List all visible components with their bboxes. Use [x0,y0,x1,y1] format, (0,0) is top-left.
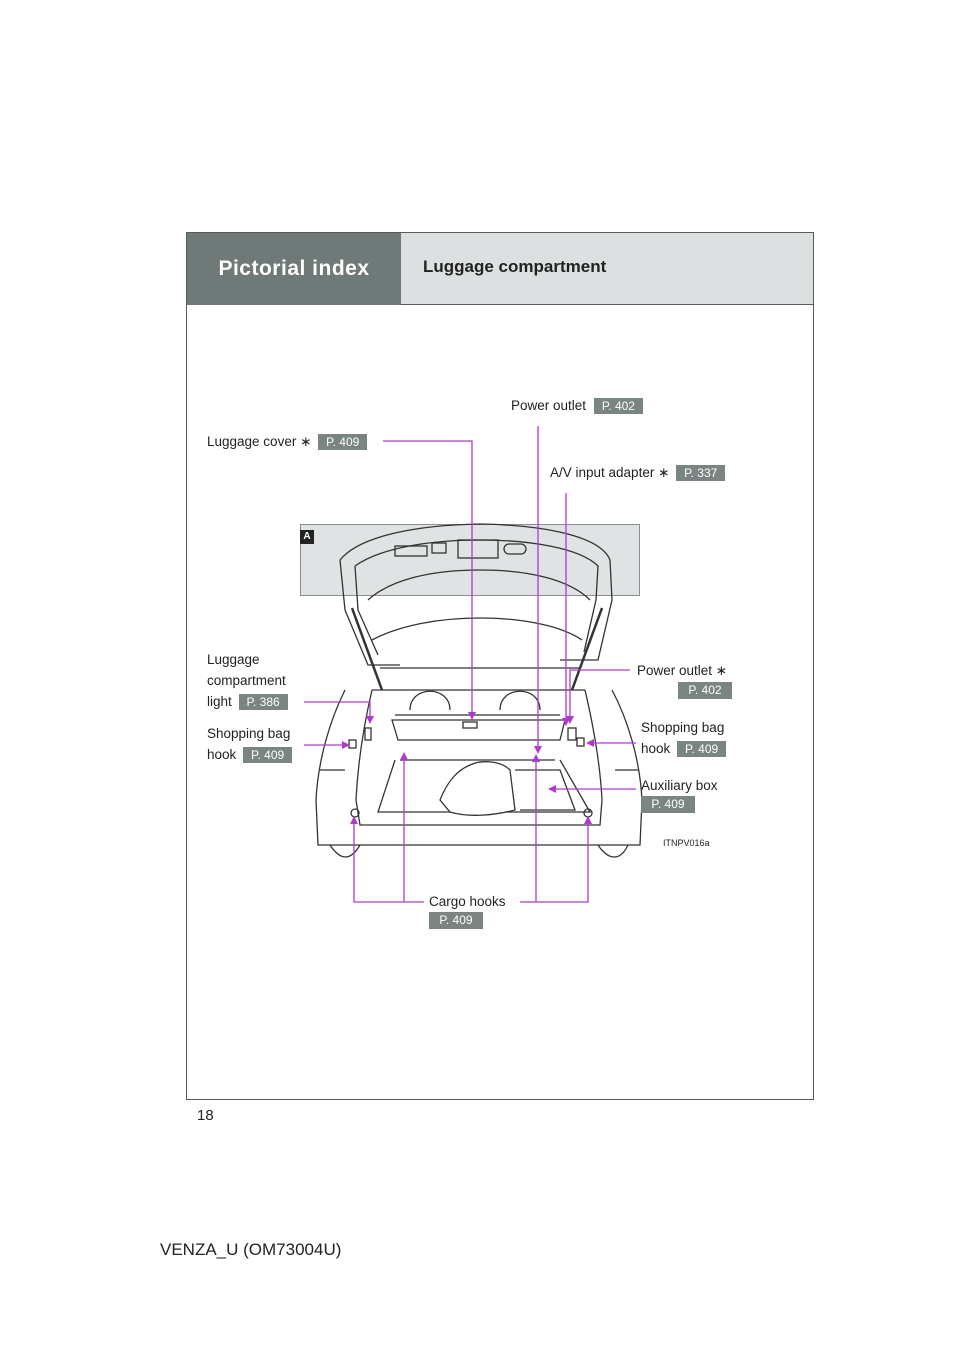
page-header: Luggage compartment [401,233,813,305]
footer-model-code: VENZA_U (OM73004U) [160,1240,342,1259]
label-text: Luggage [207,652,260,667]
label-text: compartment [207,673,286,688]
page-frame [186,232,814,1100]
label-cargo-hooks: Cargo hooks [429,891,506,912]
label-text: Shopping bag [207,726,291,741]
label-text: A/V input adapter ∗ [550,465,670,480]
label-text: hook [207,747,237,762]
label-shopping-bag-hook-right: Shopping bag hook P. 409 [641,717,727,759]
label-text: Power outlet [511,398,587,413]
section-title: Pictorial index [218,257,370,280]
page-ref-402[interactable]: P. 402 [678,682,732,699]
page-number: 18 [197,1107,214,1124]
page-ref-386[interactable]: P. 386 [238,694,288,711]
page-title: Luggage compartment [423,257,607,276]
label-luggage-cover: Luggage cover ∗ P. 409 [207,431,368,452]
label-text: Auxiliary box [641,778,718,793]
label-text: Cargo hooks [429,894,506,909]
label-power-outlet-top: Power outlet P. 402 [511,395,643,416]
section-header: Pictorial index [187,233,401,305]
inset-badge: A [300,530,314,544]
page-ref-409[interactable]: P. 409 [243,747,293,764]
label-text: Power outlet ∗ [637,663,728,678]
label-text: Shopping bag [641,720,725,735]
page-ref-409[interactable]: P. 409 [641,796,695,813]
label-text: hook [641,741,671,756]
label-text: light [207,694,232,709]
label-shopping-bag-hook-left: Shopping bag hook P. 409 [207,723,293,765]
label-luggage-compartment-light: Luggage compartment light P. 386 [207,649,288,712]
label-power-outlet-right: Power outlet ∗ [637,660,727,681]
illustration-code: ITNPV016a [663,838,710,848]
page-ref-409[interactable]: P. 409 [429,912,483,929]
page-ref-337[interactable]: P. 337 [676,465,726,482]
page-ref-402[interactable]: P. 402 [593,398,643,415]
label-av-input-adapter: A/V input adapter ∗ P. 337 [550,462,726,483]
page-ref-409[interactable]: P. 409 [318,434,368,451]
label-auxiliary-box: Auxiliary box [641,775,718,796]
label-text: Luggage cover ∗ [207,434,312,449]
page-ref-409[interactable]: P. 409 [677,741,727,758]
